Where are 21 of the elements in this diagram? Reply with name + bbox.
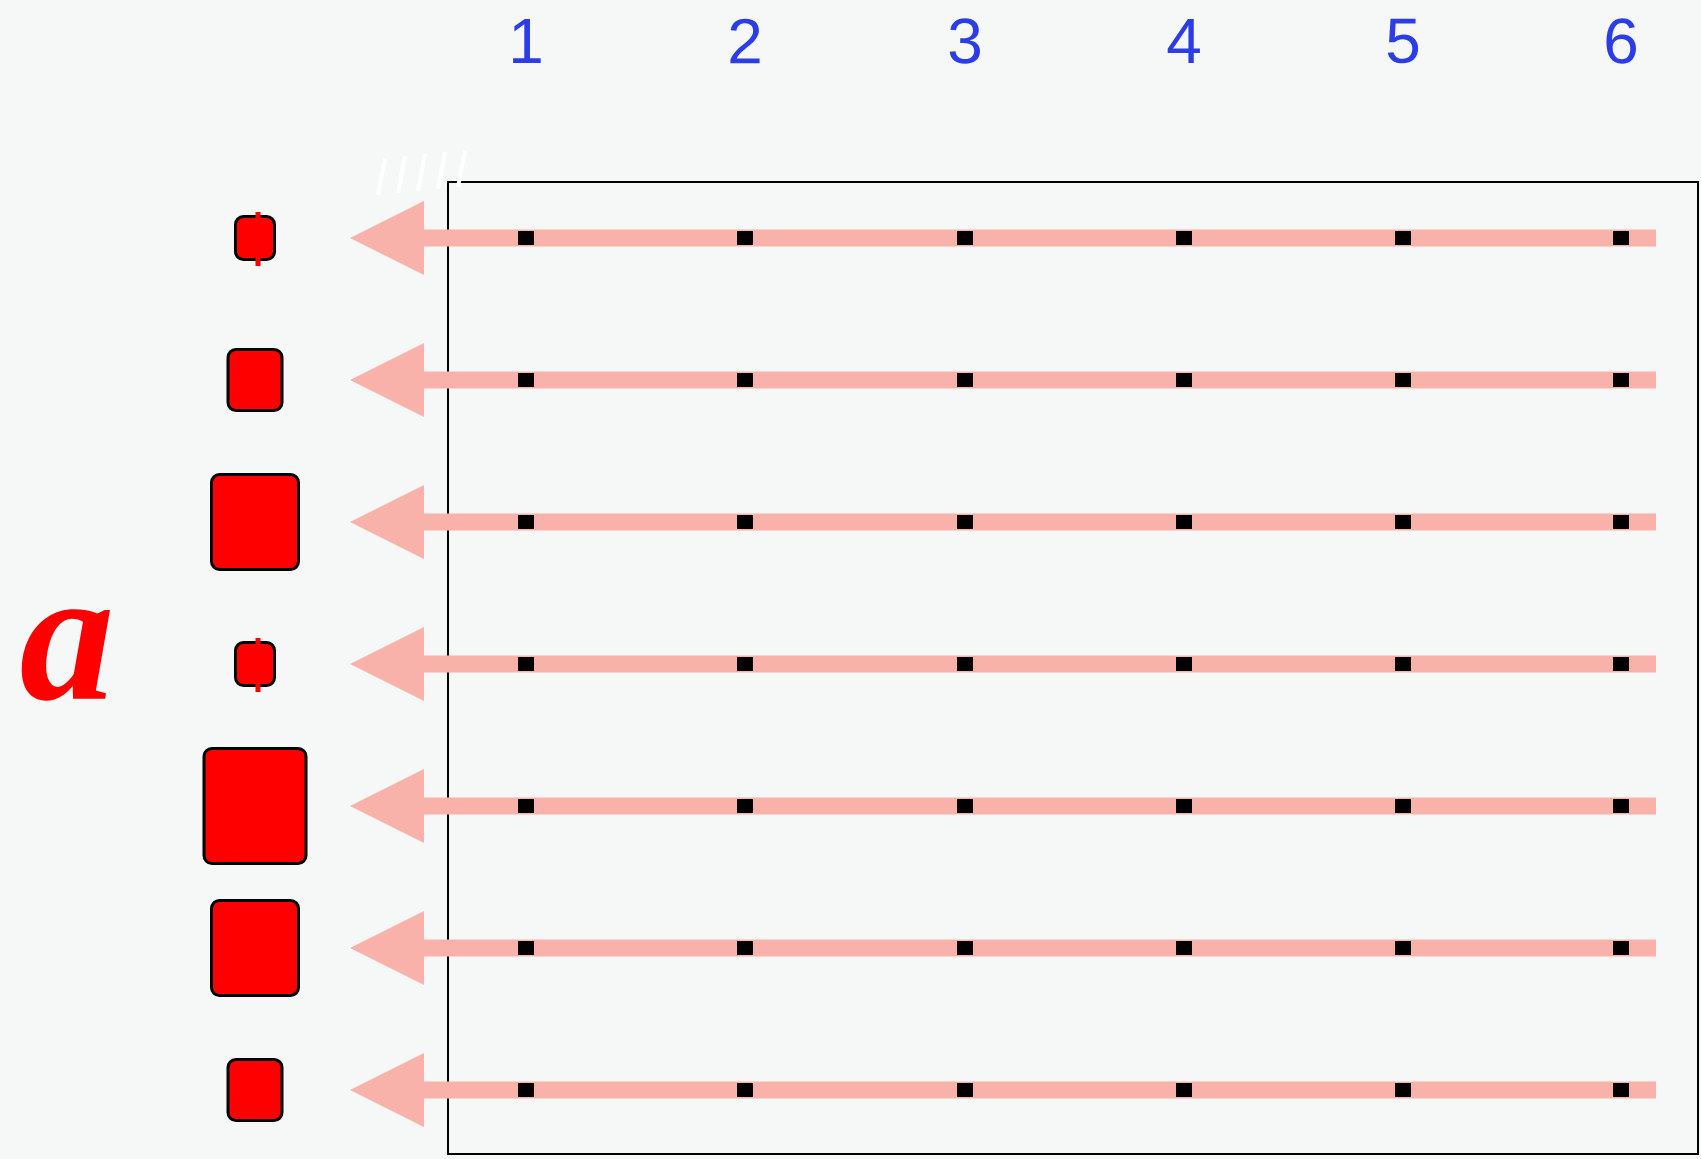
arrow: [350, 201, 1656, 275]
square: [234, 212, 276, 266]
row-label: a: [21, 609, 110, 701]
arrow: [350, 627, 1656, 701]
column-number: 5: [1387, 18, 1419, 64]
arrow: [350, 1053, 1656, 1127]
arrow: [350, 769, 1656, 843]
arrow: [350, 911, 1656, 985]
square: [202, 747, 308, 865]
square: [210, 473, 300, 571]
column-number: 2: [730, 18, 760, 64]
column-number: 3: [949, 18, 980, 64]
square: [234, 638, 276, 692]
arrow: [350, 485, 1656, 559]
square: [210, 899, 300, 997]
column-number: 6: [1606, 18, 1636, 64]
square: [226, 1058, 284, 1122]
column-number: 4: [1167, 19, 1200, 63]
square: [226, 348, 284, 412]
arrow: [350, 343, 1656, 417]
column-number: 1: [513, 19, 541, 63]
